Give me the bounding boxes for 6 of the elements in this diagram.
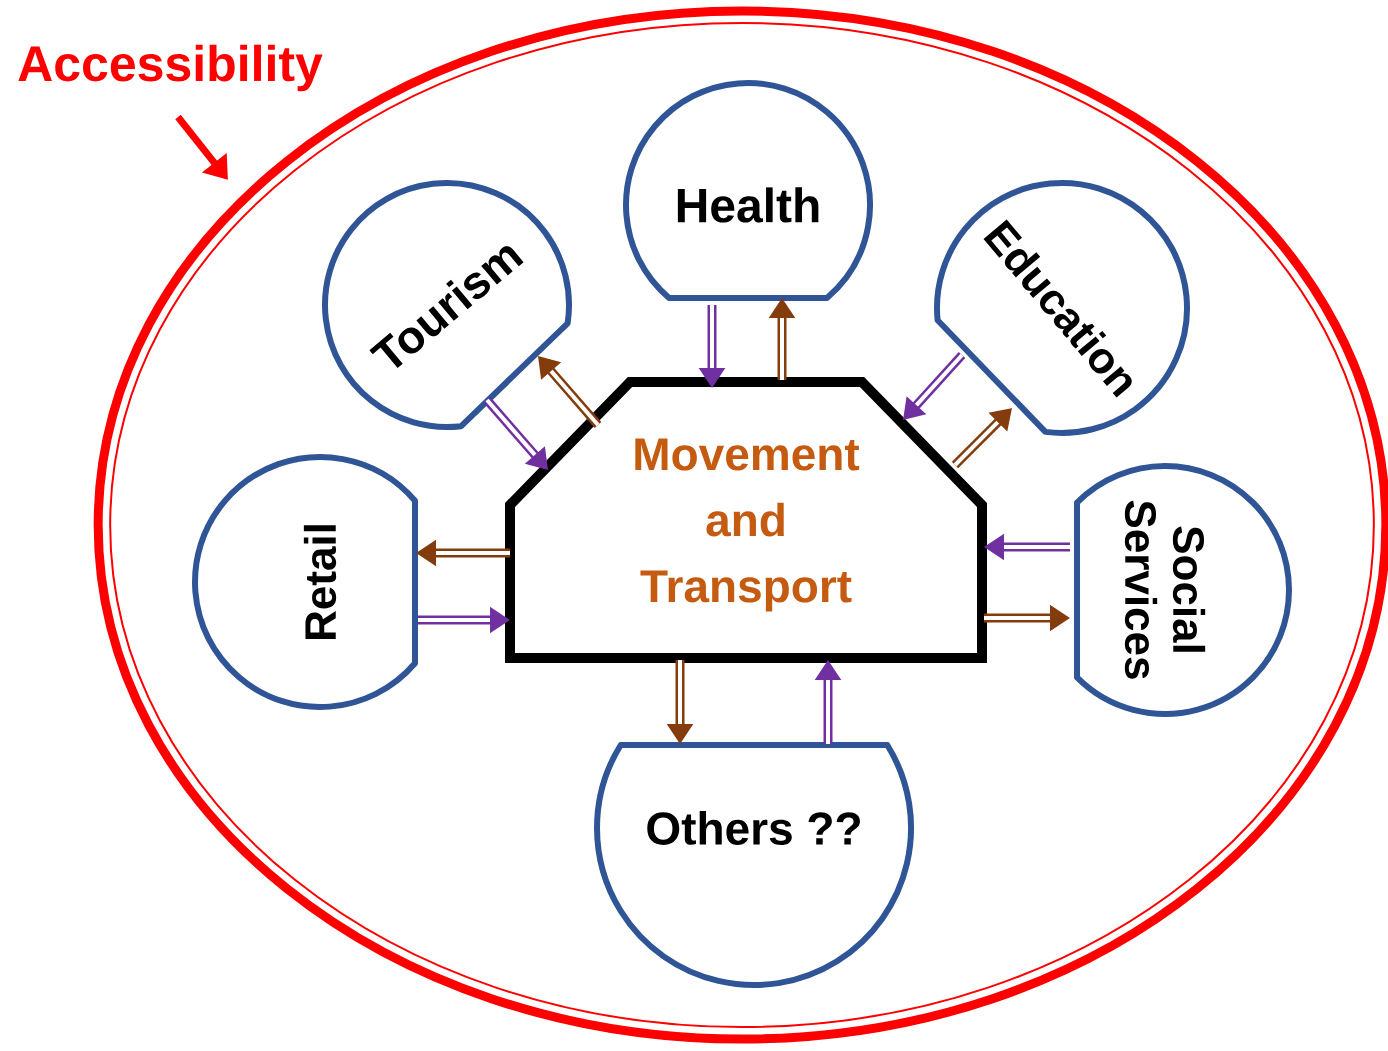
transport-box: Movement and Transport xyxy=(505,377,987,663)
arrow xyxy=(538,356,602,428)
arrow xyxy=(951,408,1012,469)
arrow xyxy=(903,351,966,420)
accessibility-label: Accessibility xyxy=(18,44,323,92)
arrow xyxy=(483,397,548,470)
